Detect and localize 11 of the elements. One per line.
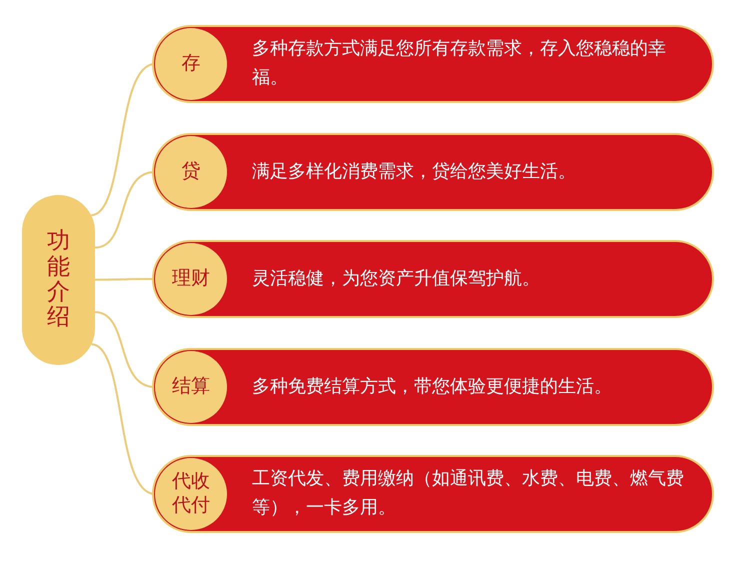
feature-circle: 贷 [155, 136, 227, 208]
feature-description: 多种存款方式满足您所有存款需求，存入您稳稳的幸福。 [252, 37, 667, 90]
feature-circle: 理财 [155, 243, 227, 315]
feature-description: 多种免费结算方式，带您体验更便捷的生活。 [252, 374, 613, 399]
topic-text: 功能介绍 [47, 229, 70, 331]
feature-circle: 结算 [155, 351, 227, 423]
feature-description: 灵活稳健，为您资产升值保驾护航。 [252, 266, 541, 291]
feature-circle: 代收代付 [155, 458, 227, 530]
feature-description: 满足多样化消费需求，贷给您美好生活。 [252, 160, 577, 184]
feature-circle: 存 [155, 28, 227, 100]
feature-description: 工资代发、费用缴纳（如通讯费、水费、电费、燃气费等），一卡多用。 [252, 467, 685, 520]
